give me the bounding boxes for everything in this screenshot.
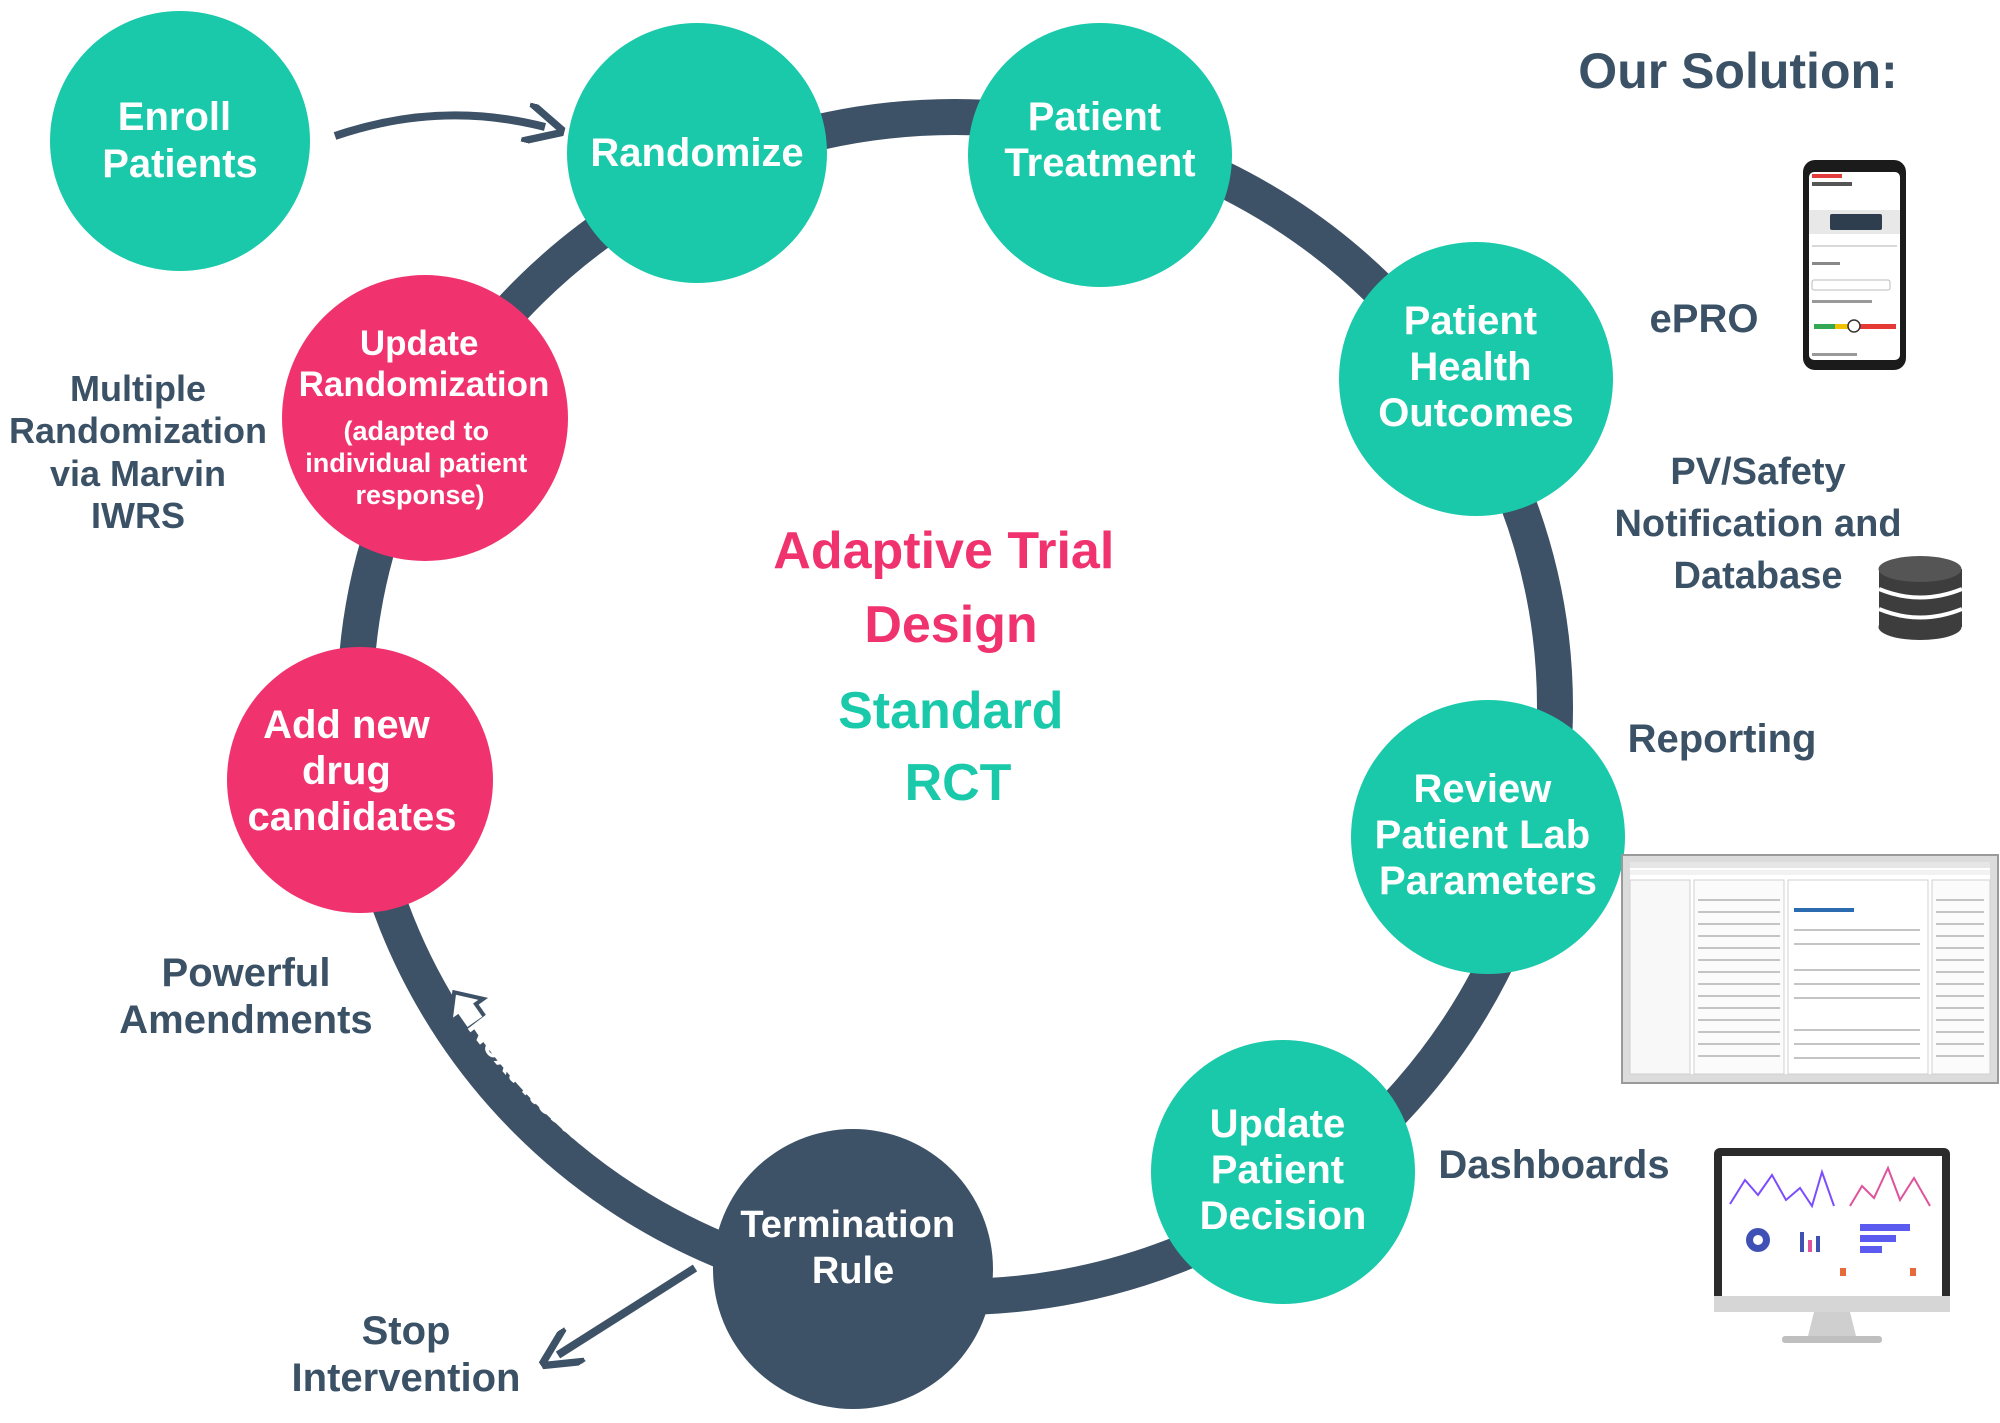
enroll-arrow: [333, 115, 545, 136]
phone-icon: [1803, 160, 1906, 370]
standard-rct-title: Standard RCT: [838, 682, 1078, 812]
treatment-node: [968, 23, 1232, 287]
decision-node: [1151, 1040, 1415, 1304]
termination-node: [713, 1129, 993, 1409]
enroll-label: Enroll Patients: [102, 95, 258, 186]
add-drug-node: [227, 647, 493, 913]
termination-label: Termination Rule: [740, 1204, 965, 1292]
randomize-label: Randomize: [590, 131, 803, 175]
dashboards-label: Dashboards: [1438, 1143, 1670, 1187]
health-label: Patient Health Outcomes: [1378, 299, 1574, 435]
next-iteration-arrow-icon: [447, 989, 489, 1033]
review-node: [1351, 700, 1625, 974]
update-randomization-node: [282, 275, 568, 561]
decision-label: Update Patient Decision: [1200, 1102, 1367, 1238]
update-randomization-title: Update Randomization: [299, 324, 550, 404]
multiple-randomization-label: Multiple Randomization via Marvin IWRS: [9, 368, 267, 537]
pv-safety-label: PV/Safety Notification and Database: [1614, 451, 1902, 598]
reporting-label: Reporting: [1627, 717, 1817, 761]
update-randomization-sub: (adapted to individual patient response): [305, 416, 535, 510]
epro-label: ePRO: [1649, 297, 1759, 341]
treatment-label: Patient Treatment: [1004, 95, 1195, 185]
software-window-icon: [1621, 854, 1999, 1084]
adaptive-trial-design-title: Adaptive Trial Design: [773, 522, 1128, 654]
health-node: [1339, 242, 1613, 516]
stop-intervention-label: Stop Intervention: [291, 1309, 521, 1401]
powerful-amendments-label: Powerful Amendments: [119, 951, 373, 1043]
our-solution-heading: Our Solution:: [1578, 43, 1898, 99]
review-label: Review Patient Lab Parameters: [1375, 767, 1602, 903]
database-icon: [1878, 556, 1963, 640]
stop-arrow: [558, 1264, 698, 1355]
randomize-node: [567, 23, 827, 283]
enroll-node: [50, 11, 310, 271]
monitor-icon: [1714, 1148, 1950, 1343]
add-drug-label: Add new drug candidates: [248, 703, 457, 839]
